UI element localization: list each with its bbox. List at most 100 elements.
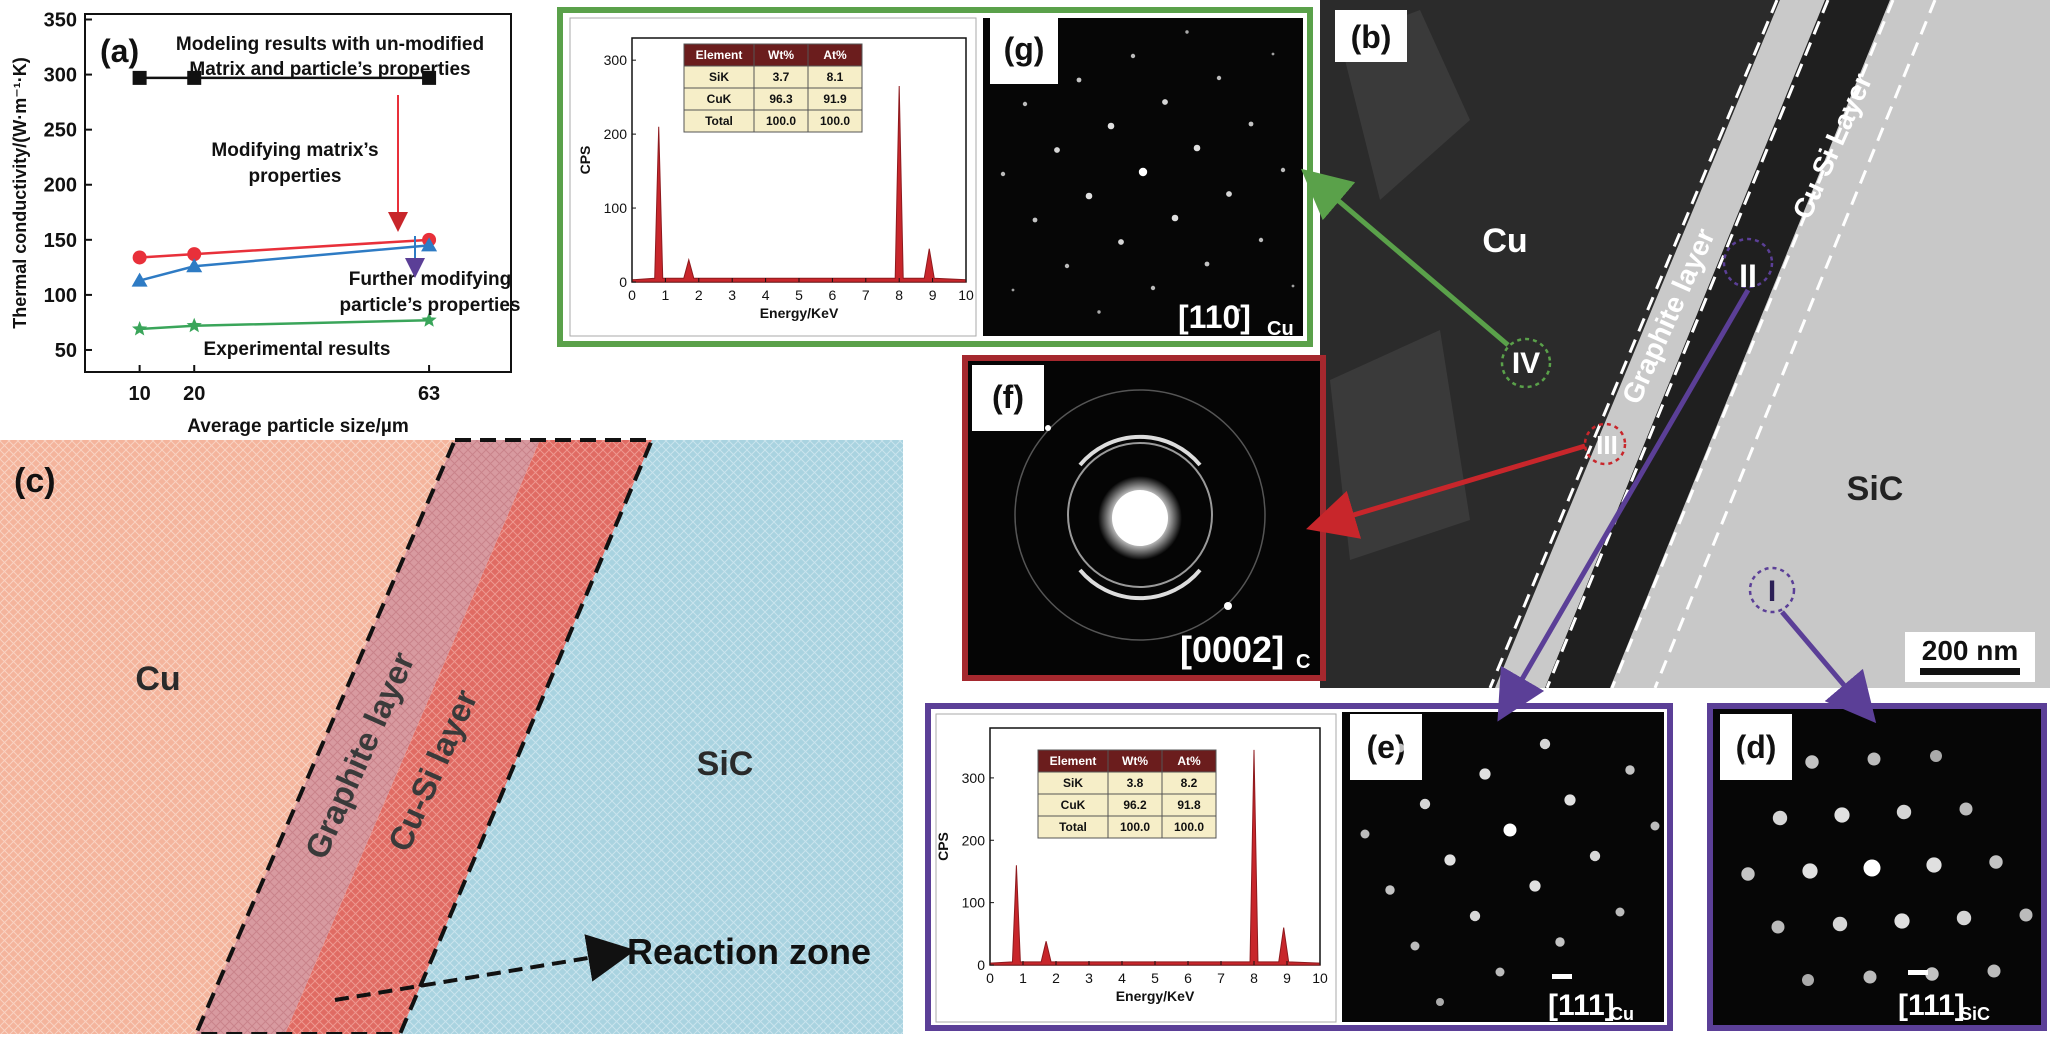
- diffraction-spot: [1045, 425, 1051, 431]
- diffraction-e-scalebar: [1552, 974, 1572, 979]
- site-i-marker: [1748, 566, 1796, 614]
- tem-boundary-dash: [1488, 0, 1779, 689]
- diffraction-spot: [1360, 829, 1370, 839]
- diffraction-spot: [1032, 217, 1038, 223]
- table-cell-text: 100.0: [1174, 820, 1204, 834]
- table-header-text: Wt%: [768, 48, 794, 62]
- table-cell-text: 100.0: [820, 114, 850, 128]
- diffraction-spot: [1615, 907, 1625, 917]
- panel-b: (b) Cu SiC Graphite layer Cu-Si Layer IV…: [1320, 0, 2050, 689]
- y-tick-label: 300: [44, 65, 77, 87]
- reaction-zone-outline: [192, 438, 656, 1036]
- table-cell-text: 3.7: [773, 70, 790, 84]
- diffraction-spot: [1271, 52, 1275, 56]
- diffraction-spot: [1529, 880, 1541, 892]
- table-cell-text: 100.0: [766, 114, 796, 128]
- zone-axis-g-main: [110]: [1178, 299, 1251, 335]
- eds-x-tick-label: 7: [1217, 970, 1225, 986]
- diffraction-spot: [1204, 261, 1210, 267]
- data-point: [186, 258, 203, 273]
- eds-x-axis-label: Energy/KeV: [1116, 988, 1195, 1004]
- panel-c-label: (c): [14, 462, 56, 500]
- panel-d-label-box: [1720, 714, 1792, 780]
- panel-a-plot-frame: [84, 13, 512, 373]
- eds-x-tick-label: 1: [662, 287, 670, 303]
- y-tick-label: 100: [44, 285, 77, 307]
- diffraction-g-spots: [991, 30, 1295, 314]
- diffraction-spot: [1495, 967, 1505, 977]
- eds-x-tick-label: 4: [1118, 970, 1126, 986]
- reaction-zone-label: Reaction zone: [627, 931, 871, 972]
- panel-c: (c) Cu SiC Graphite layer Cu-Si layer Re…: [0, 438, 903, 1036]
- diffraction-spot: [1926, 857, 1942, 873]
- diffraction-spot: [1805, 755, 1819, 769]
- eds-x-tick-label: 6: [1184, 970, 1192, 986]
- zone-axis-d-main: [111]: [1898, 989, 1965, 1022]
- y-tick-label: 200: [44, 175, 77, 197]
- diffraction-spot: [1894, 913, 1910, 929]
- table-cell-text: CuK: [707, 92, 732, 106]
- eds-x-tick-label: 8: [1250, 970, 1258, 986]
- arrow-iii-to-f: [1306, 443, 1586, 539]
- eds-y-tick-label: 100: [604, 200, 628, 216]
- diffraction-spot: [1000, 171, 1006, 177]
- eds-x-tick-label: 10: [1312, 970, 1328, 986]
- eds-x-tick-label: 8: [895, 287, 903, 303]
- diffraction-spot: [1832, 916, 1848, 932]
- data-point: [132, 321, 148, 336]
- table-header-text: Wt%: [1122, 754, 1148, 768]
- diffraction-spot: [1444, 854, 1456, 866]
- site-iv-marker: [1500, 337, 1552, 389]
- diffraction-spot: [1022, 101, 1028, 107]
- eds-x-tick-label: 3: [1085, 970, 1093, 986]
- diffraction-spot: [1539, 738, 1551, 750]
- table-cell-text: 96.3: [769, 92, 793, 106]
- data-point: [187, 247, 202, 262]
- diffraction-spot: [1469, 910, 1481, 922]
- diffraction-spot: [991, 56, 995, 60]
- diffraction-spot: [1280, 167, 1286, 173]
- diffraction-spot: [1503, 823, 1517, 837]
- diffraction-spot: [1045, 32, 1049, 36]
- eds-y-tick-label: 200: [604, 126, 628, 142]
- tem-sic-region: [1610, 0, 2050, 688]
- diffraction-spot: [1385, 885, 1395, 895]
- panel-f-label: (f): [992, 379, 1024, 415]
- data-point: [421, 312, 437, 327]
- scale-bar-label: 200 nm: [1922, 635, 2019, 666]
- site-ii-label: II: [1739, 258, 1757, 294]
- eds-x-tick-label: 6: [829, 287, 837, 303]
- diffraction-outer-ring: [1014, 389, 1266, 641]
- panel-e-label-box: [1350, 714, 1422, 780]
- annotation-modifying-matrix-line1: Modifying matrix’s: [211, 140, 378, 161]
- eds-x-tick-label: 2: [695, 287, 703, 303]
- diffraction-spot: [1625, 765, 1635, 775]
- schematic-cusi-region: [285, 440, 652, 1034]
- diffraction-spot: [1564, 794, 1576, 806]
- site-iv-label: IV: [1512, 347, 1540, 380]
- panel-g-label: (g): [1004, 31, 1045, 67]
- table-cell: [1161, 815, 1217, 839]
- panel-a-series: [131, 70, 438, 336]
- zone-axis-f-sub: C: [1296, 651, 1310, 673]
- eds-x-tick-label: 1: [1019, 970, 1027, 986]
- schematic-sic-label: SiC: [697, 745, 754, 783]
- diffraction-spot: [1118, 239, 1124, 245]
- diffraction-spot: [1216, 75, 1222, 81]
- scale-bar: [1920, 668, 2020, 675]
- table-cell-text: 3.8: [1127, 776, 1144, 790]
- diffraction-spot: [1011, 288, 1015, 292]
- diffraction-spot: [1555, 937, 1565, 947]
- diffraction-spot: [1987, 964, 2001, 978]
- site-iii-marker: [1583, 422, 1627, 466]
- y-tick-label: 50: [55, 340, 77, 362]
- diffraction-arc: [1078, 434, 1202, 467]
- table-cell-text: 100.0: [1120, 820, 1150, 834]
- diffraction-spot: [1896, 804, 1912, 820]
- diffraction-spot: [1930, 750, 1942, 762]
